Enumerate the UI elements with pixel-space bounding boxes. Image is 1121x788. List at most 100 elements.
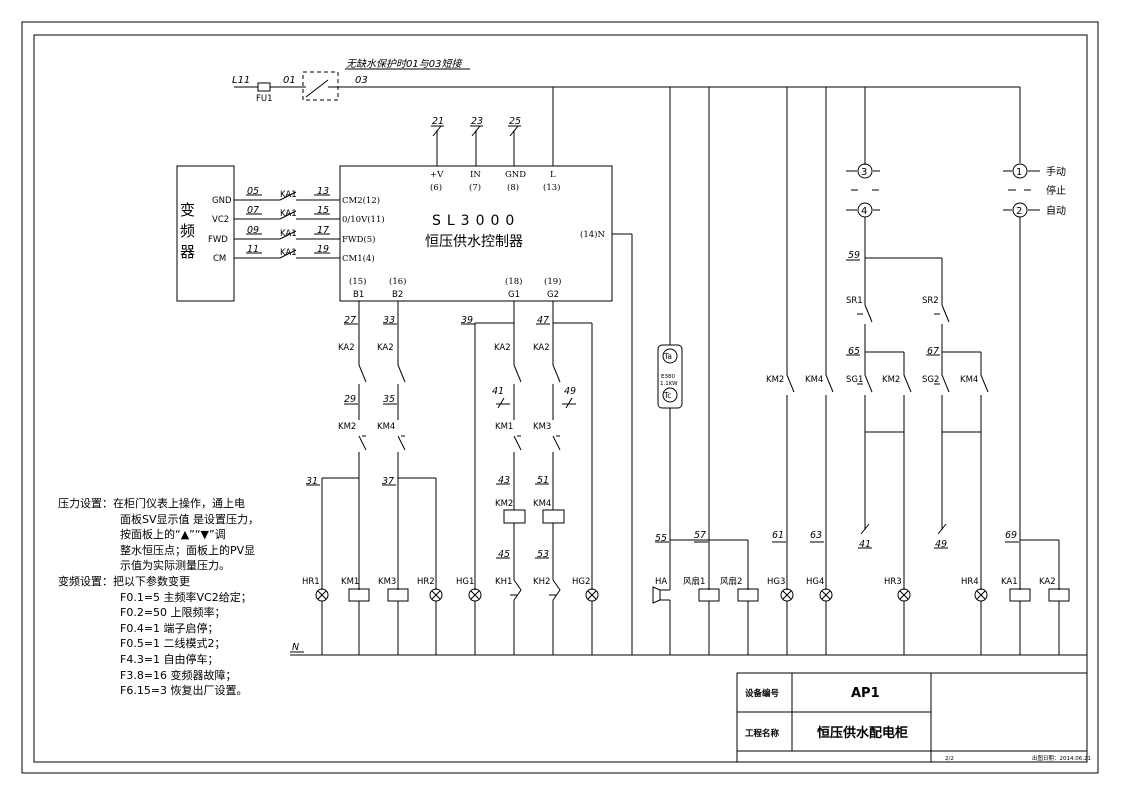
branch-sr-sg bbox=[846, 257, 989, 590]
ctrl-term-0-10v: 0/10V(11) bbox=[342, 214, 385, 225]
ctrl-term-in: IN bbox=[470, 170, 481, 180]
coil-label-km2: KM2 bbox=[495, 499, 513, 509]
vfd-char-1: 变 bbox=[180, 201, 195, 219]
ctrl-num-18: (18) bbox=[505, 276, 522, 287]
wire-53: 53 bbox=[537, 549, 549, 560]
load-hg3: HG3 bbox=[767, 577, 785, 587]
contact-sg1: SG1 bbox=[846, 375, 863, 385]
vfd-term-cm: CM bbox=[213, 254, 226, 264]
thermo-tc: Tc bbox=[663, 391, 671, 400]
label-wire-03: 03 bbox=[355, 75, 368, 86]
note-vfd-head: 变频设置： bbox=[58, 574, 113, 588]
controller-neutral bbox=[612, 233, 633, 655]
branch-b2 bbox=[382, 301, 437, 590]
wire-67: 67 bbox=[927, 346, 939, 357]
vfd-char-2: 频 bbox=[180, 222, 195, 240]
contact-ka2-a: KA2 bbox=[338, 343, 355, 353]
relay-ka1-d: KA1 bbox=[280, 248, 297, 258]
tb-value-project: 恒压供水配电柜 bbox=[817, 725, 908, 741]
relay-ka1-c: KA1 bbox=[280, 229, 297, 239]
tb-page: 2/2 bbox=[945, 756, 954, 762]
bus-drops bbox=[552, 87, 1021, 590]
ctrl-term-cm2: CM2(12) bbox=[342, 195, 380, 206]
sel-num-4: 4 bbox=[861, 206, 867, 217]
load-hg1: HG1 bbox=[456, 577, 474, 587]
horn-ha bbox=[652, 586, 671, 655]
sel-label-auto: 自动 bbox=[1046, 204, 1066, 217]
wire-15: 15 bbox=[317, 205, 329, 216]
ctrl-num-7: (7) bbox=[469, 182, 481, 193]
controller-top-terminals bbox=[431, 125, 521, 166]
contact-ka2-d: KA2 bbox=[533, 343, 550, 353]
wire-63: 63 bbox=[810, 530, 822, 541]
note-pressure-text-0: 在柜门仪表上操作，通上电 bbox=[113, 497, 245, 510]
wire-09: 09 bbox=[247, 225, 259, 236]
load-km1: KM1 bbox=[341, 577, 359, 587]
thermo-power: 1.1KW bbox=[660, 381, 678, 387]
note-vfd-text-6: F3.8=16 变频器故障； bbox=[120, 668, 237, 682]
ctrl-num-16: (16) bbox=[389, 276, 406, 287]
lamp-hr3 bbox=[897, 588, 911, 655]
wire-41-a: 41 bbox=[492, 386, 504, 397]
controller-model: SL3000 bbox=[432, 213, 520, 229]
branch-g1-g2 bbox=[461, 301, 593, 655]
wire-39: 39 bbox=[461, 315, 473, 326]
contact-sr1: SR1 bbox=[846, 296, 863, 306]
thermostat bbox=[655, 344, 749, 590]
wire-69: 69 bbox=[1005, 530, 1017, 541]
wire-19: 19 bbox=[317, 244, 329, 255]
contact-km4-c: KM4 bbox=[960, 375, 978, 385]
load-kh1: KH1 bbox=[495, 577, 512, 587]
wire-59: 59 bbox=[848, 250, 860, 261]
vfd-term-fwd: FWD bbox=[208, 235, 228, 245]
ctrl-num-6: (6) bbox=[430, 182, 442, 193]
ctrl-neutral: (14)N bbox=[580, 229, 605, 240]
controller-name: 恒压供水控制器 bbox=[425, 234, 523, 250]
contact-sr2: SR2 bbox=[922, 296, 939, 306]
tb-label-project: 工程名称 bbox=[745, 728, 780, 739]
load-hr1: HR1 bbox=[302, 577, 320, 587]
ctrl-term-l: L bbox=[550, 170, 556, 180]
ctrl-num-13: (13) bbox=[543, 182, 560, 193]
wire-49-a: 49 bbox=[564, 386, 576, 397]
tb-value-device: AP1 bbox=[851, 686, 880, 701]
note-vfd-line-1: 变频设置：把以下参数变更 bbox=[58, 574, 298, 590]
tb-label-device: 设备编号 bbox=[745, 688, 780, 699]
wire-05: 05 bbox=[247, 186, 259, 197]
float-switch-box bbox=[302, 71, 339, 101]
wire-35: 35 bbox=[383, 394, 395, 405]
load-fan2: 风扇2 bbox=[720, 576, 742, 587]
wire-41-b: 41 bbox=[859, 539, 871, 550]
wire-27: 27 bbox=[344, 315, 356, 326]
wire-57: 57 bbox=[694, 530, 706, 541]
wire-13: 13 bbox=[317, 186, 329, 197]
coil-fan2 bbox=[737, 588, 759, 655]
note-vfd-text-7: F6.15=3 恢复出厂设置。 bbox=[120, 684, 248, 698]
sel-label-stop: 停止 bbox=[1046, 184, 1066, 197]
contact-sg2: SG2 bbox=[922, 375, 939, 385]
load-hr4: HR4 bbox=[961, 577, 979, 587]
wire-65: 65 bbox=[848, 346, 860, 357]
note-vfd-text-5: F4.3=1 自由停车； bbox=[120, 652, 219, 666]
lamp-hg2 bbox=[585, 588, 599, 655]
branch-hg3-hg4 bbox=[772, 374, 834, 590]
ctrl-term-g2: G2 bbox=[547, 290, 559, 300]
sel-num-2: 2 bbox=[1016, 206, 1022, 217]
contact-km4-b: KM4 bbox=[805, 375, 823, 385]
load-kh2: KH2 bbox=[533, 577, 550, 587]
vfd-controller-wiring bbox=[234, 191, 340, 259]
power-bus bbox=[234, 68, 1020, 101]
note-pressure-text-1: 面板SV显示值 是设置压力， bbox=[120, 512, 260, 526]
load-ha: HA bbox=[655, 577, 667, 587]
note-pressure-text-3: 整水恒压点；面板上的PV显 bbox=[120, 543, 256, 557]
contact-ka2-b: KA2 bbox=[377, 343, 394, 353]
contact-km4-a: KM4 bbox=[377, 422, 395, 432]
coil-label-km4: KM4 bbox=[533, 499, 551, 509]
load-hr3: HR3 bbox=[884, 577, 902, 587]
note-vfd-text-4: F0.5=1 二线模式2； bbox=[120, 637, 226, 651]
branch-b1 bbox=[306, 301, 367, 590]
contact-km1: KM1 bbox=[495, 422, 513, 432]
relay-ka1-b: KA1 bbox=[280, 209, 297, 219]
vfd-char-3: 器 bbox=[180, 243, 195, 261]
